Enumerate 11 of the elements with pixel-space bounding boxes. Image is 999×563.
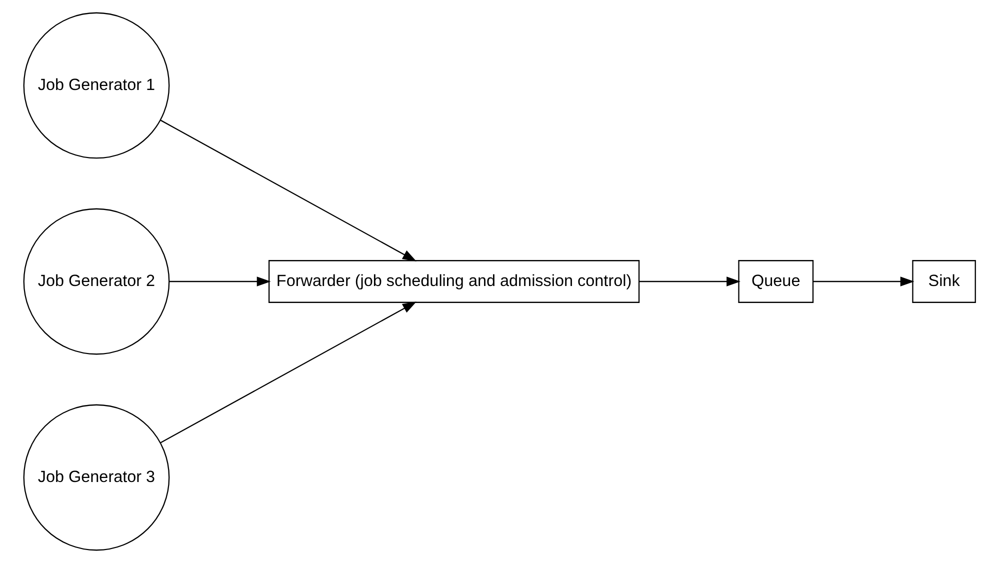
node-box: Sink xyxy=(912,260,976,303)
arrow xyxy=(639,276,740,286)
node-circle: Job Generator 3 xyxy=(23,404,170,551)
arrow xyxy=(170,276,271,286)
node-box: Forwarder (job scheduling and admission control) xyxy=(268,260,640,303)
node-circle: Job Generator 1 xyxy=(23,12,170,159)
arrow xyxy=(160,120,416,262)
arrow xyxy=(813,276,914,286)
arrow xyxy=(160,302,416,444)
node-circle: Job Generator 2 xyxy=(23,208,170,355)
node-box: Queue xyxy=(738,260,814,303)
